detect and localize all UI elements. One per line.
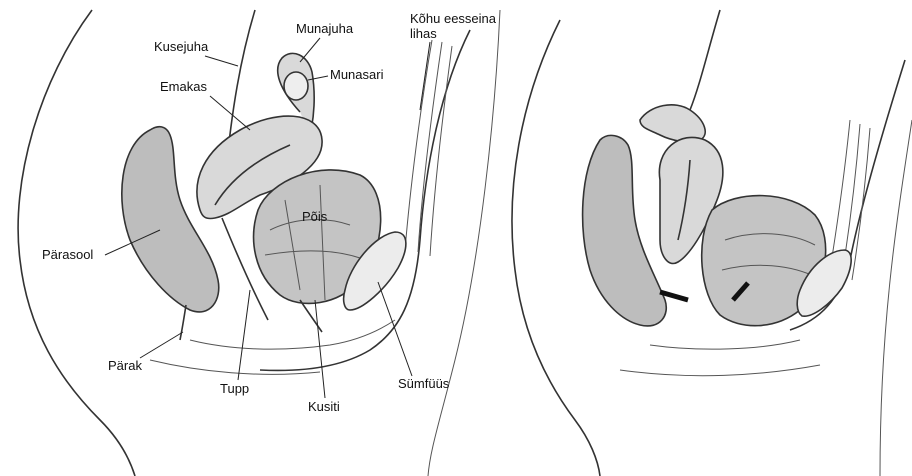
label-tupp: Tupp: [220, 381, 249, 396]
label-kohu-lihas: lihas: [410, 26, 437, 41]
right-fallopian-tube: [640, 105, 705, 142]
left-ovary: [284, 72, 308, 100]
left-abdominal-muscle: [405, 40, 452, 256]
left-rectum: [122, 127, 219, 312]
left-back-outline: [18, 10, 135, 476]
label-emakas: Emakas: [160, 79, 207, 94]
label-kohu-eesseina: Kõhu eesseina: [410, 11, 497, 26]
label-kusiti: Kusiti: [308, 399, 340, 414]
label-parak: Pärak: [108, 358, 142, 373]
right-ureter: [690, 10, 720, 110]
left-urethra: [300, 300, 322, 332]
label-munasari: Munasari: [330, 67, 384, 82]
label-sumfuus: Sümfüüs: [398, 376, 450, 391]
label-pois: Põis: [302, 209, 328, 224]
left-panel: [18, 10, 500, 476]
right-rectum: [583, 135, 667, 326]
label-munajuha: Munajuha: [296, 21, 354, 36]
label-kusejuha: Kusejuha: [154, 39, 209, 54]
label-parasool: Pärasool: [42, 247, 93, 262]
right-panel: [512, 10, 912, 476]
